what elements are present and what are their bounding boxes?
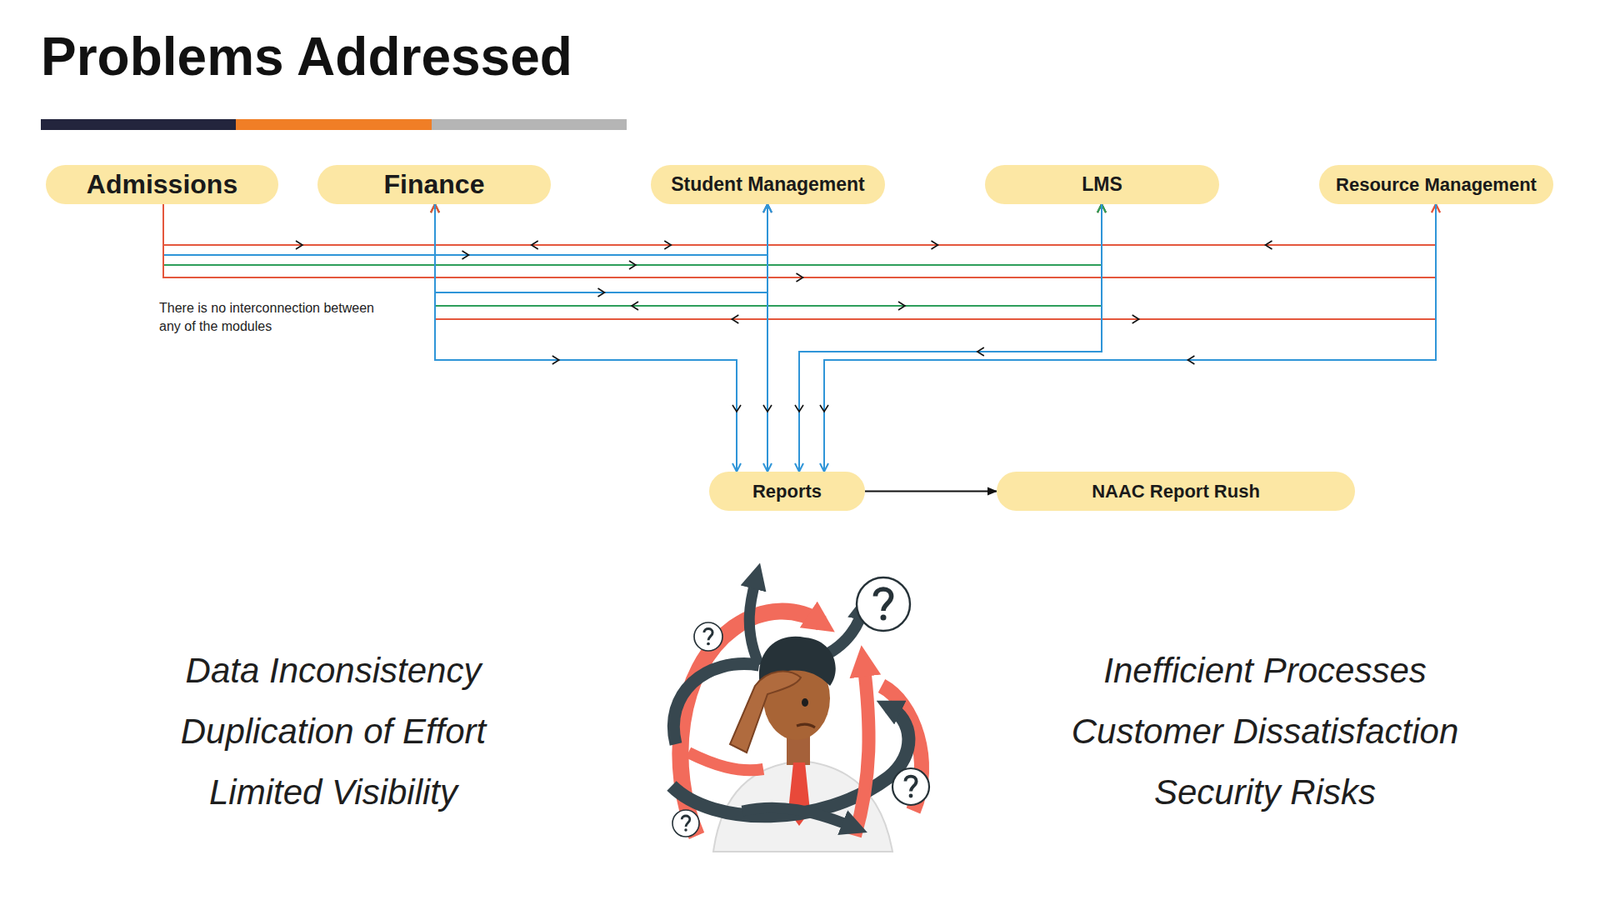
connector [799,204,1102,472]
flow-chevron [763,405,772,412]
bar-segment [40,119,236,130]
module-label: Finance [384,169,485,200]
flow-chevron [820,405,829,412]
note-text: There is no interconnection between any … [159,299,378,335]
connector [1101,204,1436,245]
flow-chevron [796,273,804,282]
connector [163,204,768,255]
problem-label: Customer Dissatisfaction [1071,710,1459,753]
module-label: Resource Management [1335,174,1537,195]
module-label: LMS [1081,173,1123,195]
module-pill: Reports [709,471,865,511]
connector [435,204,737,472]
connector [824,204,1436,472]
connector [767,204,1102,245]
flow-chevron [898,301,905,310]
flow-chevron [977,347,985,356]
connector [766,204,769,472]
flow-chevron [664,240,671,250]
module-pill: Admissions [45,165,279,205]
module-label: Admissions [86,169,238,200]
flow-chevron [931,240,939,250]
flow-chevron [731,315,739,324]
page-title: Problems Addressed [40,25,573,90]
flow-chevron [531,240,539,250]
title-underline [40,119,627,130]
connector [435,204,768,245]
problem-label: Limited Visibility [209,771,458,814]
bar-segment [235,119,432,130]
connector [435,204,1436,320]
module-pill: Finance [317,165,551,205]
confused-person-illustration [671,575,930,852]
flow-chevron [1132,315,1140,324]
module-label: NAAC Report Rush [1091,480,1260,502]
flow-chevron [629,260,636,270]
problem-label: Inefficient Processes [1103,650,1427,692]
flow-chevron [295,240,303,250]
flow-chevron [598,288,605,297]
module-pill: Student Management [650,165,885,205]
flow-chevron [732,405,741,412]
connector [163,204,435,245]
problem-label: Duplication of Effort [180,710,487,753]
module-pill: Resource Management [1319,165,1554,205]
problem-label: Security Risks [1154,771,1376,814]
module-pill: LMS [985,165,1220,205]
problem-label: Data Inconsistency [185,650,482,692]
flow-chevron [631,301,639,310]
connector [163,204,1102,265]
module-label: Student Management [670,173,865,195]
flow-chevron [462,250,470,260]
flow-chevron [795,405,804,412]
connector [163,204,1436,278]
module-pill: NAAC Report Rush [996,471,1355,511]
connector [435,204,768,293]
flow-chevron [1187,355,1195,365]
bar-segment [431,119,627,130]
flow-chevron [552,355,560,365]
module-label: Reports [752,480,822,502]
connector [865,490,997,493]
flow-chevron [1265,240,1273,250]
